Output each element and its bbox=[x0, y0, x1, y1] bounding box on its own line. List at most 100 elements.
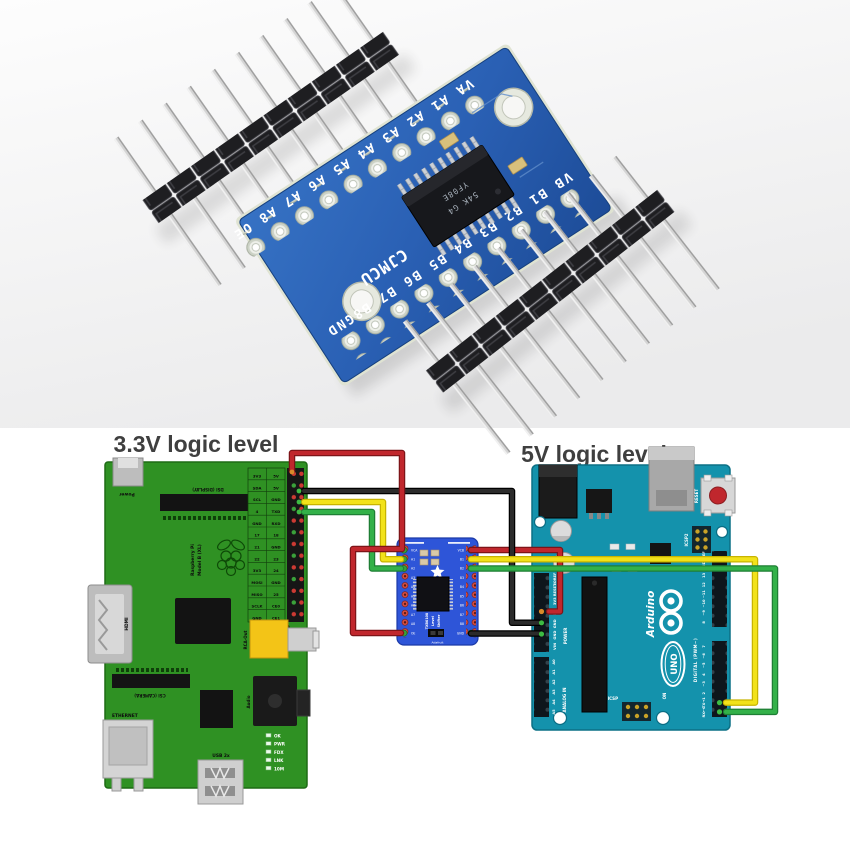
arduino-digital-pin-label: ~3 bbox=[702, 681, 706, 687]
uno-oval-inner bbox=[664, 645, 682, 683]
arduino-usb-top bbox=[649, 447, 694, 460]
regulator-leg2 bbox=[597, 513, 601, 519]
shifter-pin-label-left: A1 bbox=[411, 558, 415, 562]
gpio-pin-label-left: SCLK bbox=[252, 604, 264, 609]
chip-leads-bottom bbox=[434, 194, 522, 258]
pi-power-connector-top bbox=[118, 458, 138, 468]
arduino-digital-pin-label: ~10 bbox=[702, 599, 706, 608]
arduino-icsp-label: ICSP bbox=[608, 696, 618, 701]
arduino-power-pin-label: RESET bbox=[553, 583, 557, 596]
arduino-power-pin-label: VIN bbox=[553, 643, 557, 650]
mounting-hole-top-right bbox=[493, 87, 534, 128]
arduino-power-label: POWER bbox=[563, 628, 568, 645]
gpio-pin-label-left: GND bbox=[252, 615, 261, 620]
arduino-analog-pin-label: A3 bbox=[552, 689, 556, 695]
arduino-brand: Arduino bbox=[645, 591, 657, 639]
shifter-capacitors bbox=[419, 549, 440, 566]
shifter-pin-label-left: OE bbox=[411, 631, 415, 635]
pi-soc-chip bbox=[175, 598, 231, 644]
shifter-pin-label-right: B2 bbox=[460, 567, 464, 571]
shifter-title1: TXB0108 bbox=[425, 612, 429, 629]
pi-usb-connector bbox=[197, 759, 244, 805]
shifter-pin-label-left: A2 bbox=[411, 567, 415, 571]
capacitor-1-shade bbox=[552, 536, 570, 542]
arduino-power-jack-top bbox=[539, 465, 577, 477]
arduino-power-pin-label: IOREF bbox=[553, 572, 557, 585]
regulator-leg3 bbox=[605, 513, 609, 519]
gpio-pin-label-right: GND bbox=[271, 497, 280, 502]
gpio-pin-label-left: 17 bbox=[254, 533, 260, 538]
gpio-pin-label-right: 24 bbox=[273, 568, 279, 573]
arduino-digital-pin-label: ~5 bbox=[702, 662, 706, 668]
pi-model-line1: Raspberry Pi bbox=[190, 544, 196, 576]
arduino-icsp2-header bbox=[692, 526, 711, 553]
pi-ethernet-leg1 bbox=[111, 777, 122, 792]
shifter-pin-label-right: B8 bbox=[460, 622, 464, 626]
shifter-title3: Shifter bbox=[437, 614, 441, 627]
arduino-power-pin-label: GND bbox=[553, 619, 557, 628]
arduino-icsp2-pins bbox=[695, 529, 708, 550]
shifter-pin-label-right: B7 bbox=[460, 613, 464, 617]
pi-power-label: Power bbox=[118, 491, 134, 497]
gpio-pin-label-left: 4 bbox=[256, 509, 259, 514]
gpio-pin-label-left: 21 bbox=[254, 545, 260, 550]
gpio-pin-label-left: GND bbox=[252, 521, 261, 526]
uno-oval-outer bbox=[660, 641, 686, 687]
arduino-digital-pin-label: 7 bbox=[702, 645, 706, 648]
smd-capacitor-1 bbox=[439, 132, 459, 150]
pi-audio-label: Audio bbox=[246, 695, 251, 708]
shifter-chip bbox=[416, 576, 450, 612]
infinity-dot1 bbox=[667, 597, 675, 605]
pi-dsi-connector bbox=[160, 494, 255, 511]
shifter-top-silk1 bbox=[404, 542, 424, 544]
wire-yellow-tx bbox=[302, 500, 757, 705]
arduino-icsp2-label: ICSP2 bbox=[684, 533, 689, 546]
arduino-reset-button bbox=[700, 474, 736, 517]
shifter-pin-label-right: GND bbox=[457, 631, 465, 635]
raspberry-logo bbox=[216, 539, 246, 577]
pin-header-strip-bottom bbox=[393, 148, 730, 463]
pi-ethernet-label: ETHERNET bbox=[112, 713, 138, 719]
arduino-analog-pin-label: A2 bbox=[552, 679, 556, 685]
pi-rca-tip bbox=[312, 630, 320, 649]
caption-5v: 5V logic level bbox=[521, 441, 667, 467]
wiring-diagram: 3.3V logic level 5V logic level Power DS… bbox=[87, 431, 779, 805]
pi-rca-barrel bbox=[287, 627, 317, 652]
shifter-top-silk2 bbox=[448, 542, 470, 544]
arduino-infinity-logo bbox=[659, 589, 683, 635]
wire-red-5v bbox=[469, 548, 562, 614]
shifter-title2: Level bbox=[431, 616, 435, 626]
arduino-digital-pin-label: ~9 bbox=[702, 610, 706, 616]
shifter-pin-label-right: VCB bbox=[458, 548, 464, 552]
shifter-smd-pad2 bbox=[438, 631, 443, 635]
pi-dsi-label: DSI (DISPLAY) bbox=[192, 487, 224, 492]
pi-lan-chip bbox=[200, 690, 233, 728]
atmega-notch bbox=[591, 580, 598, 586]
pin-header-strip-top bbox=[104, 0, 450, 294]
pi-gpio-header-pins bbox=[287, 468, 304, 622]
header-pins-up bbox=[393, 148, 658, 371]
pcb-hole-row-top bbox=[233, 81, 491, 262]
pi-rca-body bbox=[249, 619, 289, 659]
gpio-pin-label-right: GND bbox=[271, 580, 280, 585]
txs0108e-chip: YF08E 54K G4 bbox=[394, 134, 522, 258]
gpio-pin-label-left: SCL bbox=[253, 497, 262, 502]
arduino-digital-pin-label: 8 bbox=[702, 621, 706, 624]
shifter-pins-left bbox=[399, 545, 409, 638]
gpio-pin-label-left: 22 bbox=[254, 556, 260, 561]
gpio-pin-label-right: CE1 bbox=[272, 615, 280, 620]
gpio-pin-label-right: 18 bbox=[273, 533, 279, 538]
gpio-pin-label-right: RXD bbox=[271, 521, 280, 526]
shifter-pin-label-left: A8 bbox=[411, 622, 415, 626]
arduino-regulator bbox=[586, 489, 612, 513]
pi-led-label: PWR bbox=[274, 742, 286, 747]
arduino-power-pin-label: 3V3 bbox=[553, 597, 557, 605]
shifter-pin-label-right: B3 bbox=[460, 576, 464, 580]
gpio-pin-label-right: 5V bbox=[273, 474, 279, 479]
gpio-pin-label-right: 25 bbox=[273, 592, 279, 597]
arduino-digital-pin-label: ~6 bbox=[702, 653, 706, 659]
chip-body-highlight bbox=[402, 145, 488, 207]
arduino-digital-pin-label: ~11 bbox=[702, 590, 706, 599]
